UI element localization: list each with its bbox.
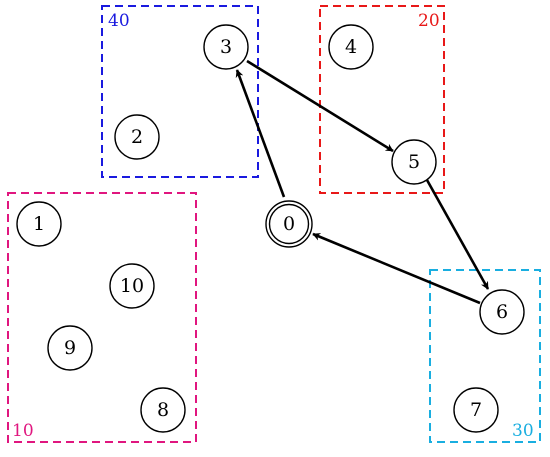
node-8[interactable]: 8 [140, 387, 186, 433]
node-5[interactable]: 5 [391, 139, 437, 185]
node-1-circle [16, 201, 62, 247]
cluster-box-cyan [429, 269, 541, 443]
node-10[interactable]: 10 [109, 263, 155, 309]
node-0-inner-ring [268, 203, 310, 245]
node-6-label: 6 [496, 301, 508, 323]
cluster-label-red: 20 [418, 11, 440, 31]
node-4-label: 4 [345, 36, 357, 58]
cluster-label-magenta: 10 [12, 421, 34, 441]
node-2-label: 2 [131, 126, 143, 148]
node-8-label: 8 [157, 399, 169, 421]
node-9-label: 9 [64, 337, 76, 359]
node-0-outer-ring [265, 200, 313, 248]
node-5-label: 5 [408, 151, 420, 173]
node-4-circle [328, 24, 374, 70]
node-2-circle [114, 114, 160, 160]
node-6-circle [479, 289, 525, 335]
edge-5-to-6 [425, 179, 490, 290]
node-1[interactable]: 1 [16, 201, 62, 247]
cluster-box-magenta [7, 192, 197, 443]
node-0-label: 0 [283, 213, 295, 235]
node-4[interactable]: 4 [328, 24, 374, 70]
node-9[interactable]: 9 [47, 325, 93, 371]
node-10-circle [109, 263, 155, 309]
node-9-circle [47, 325, 93, 371]
cluster-label-blue: 40 [108, 11, 130, 31]
edge-3-to-5 [246, 59, 394, 153]
node-6[interactable]: 6 [479, 289, 525, 335]
node-8-circle [140, 387, 186, 433]
node-7-circle [453, 387, 499, 433]
node-3-label: 3 [220, 36, 232, 58]
edge-layer [235, 59, 490, 305]
cluster-label-cyan: 30 [512, 421, 534, 441]
node-10-label: 10 [120, 275, 144, 297]
node-7-label: 7 [470, 399, 482, 421]
node-2[interactable]: 2 [114, 114, 160, 160]
node-layer: 0 1 2 3 4 5 [16, 24, 525, 433]
node-7[interactable]: 7 [453, 387, 499, 433]
node-5-circle [391, 139, 437, 185]
node-3[interactable]: 3 [203, 24, 249, 70]
edge-6-to-0 [312, 232, 481, 305]
cluster-box-blue [101, 5, 259, 178]
node-3-circle [203, 24, 249, 70]
edge-0-to-3 [235, 69, 286, 198]
node-1-label: 1 [33, 213, 45, 235]
cluster-layer: 40 20 10 30 [7, 5, 541, 443]
node-0[interactable]: 0 [265, 200, 313, 248]
